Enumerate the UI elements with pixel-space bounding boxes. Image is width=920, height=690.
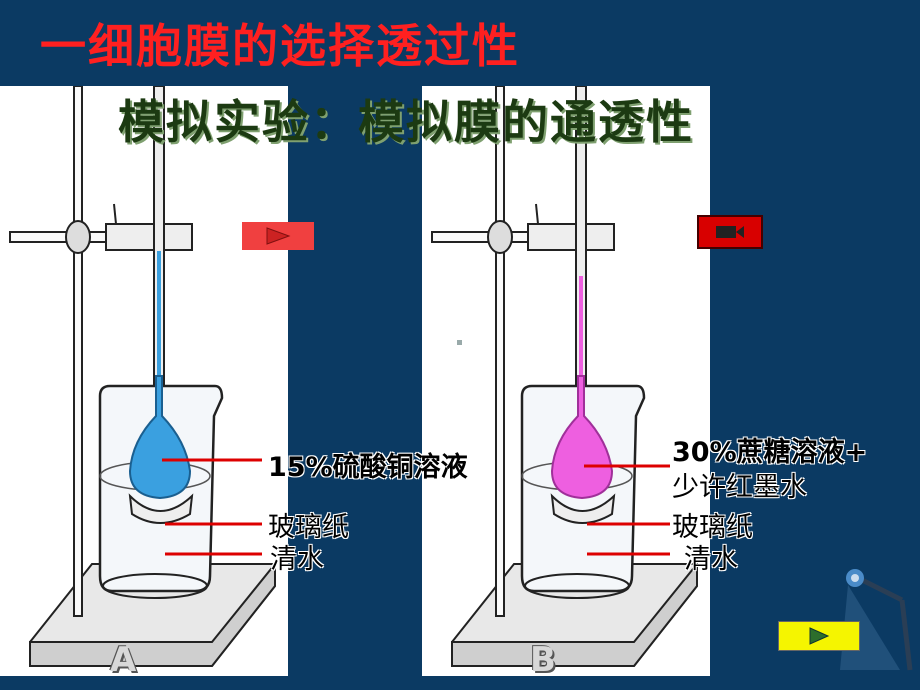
panel-a-solution-label: 15%硫酸铜溶液 <box>268 452 468 483</box>
next-arrow-icon <box>809 627 830 645</box>
slide-title: 一细胞膜的选择透过性 <box>40 19 520 73</box>
apparatus-b-illustration <box>431 86 698 667</box>
decorative-dot <box>457 340 462 345</box>
film-camera-icon <box>716 226 744 238</box>
panel-b-solution-label-line2: 少许红墨水 <box>672 472 807 503</box>
play-icon <box>266 227 291 245</box>
next-button[interactable] <box>778 621 860 651</box>
panel-a-membrane-label: 玻璃纸 <box>268 512 349 543</box>
panel-b-solution-label-line1: 30%蔗糖溶液+ <box>672 437 868 468</box>
experiment-subtitle: 模拟实验：模拟膜的通透性 <box>118 95 694 149</box>
panel-b-water-label: 清水 <box>684 544 738 575</box>
panel-b-letter: B <box>530 640 556 680</box>
panel-a-water-label: 清水 <box>270 544 324 575</box>
desk-lamp-icon <box>840 569 913 671</box>
play-button[interactable] <box>242 222 314 250</box>
video-button[interactable] <box>697 215 763 249</box>
panel-a-letter: A <box>110 640 137 680</box>
apparatus-a-illustration <box>9 86 276 667</box>
panel-b-membrane-label: 玻璃纸 <box>672 512 753 543</box>
